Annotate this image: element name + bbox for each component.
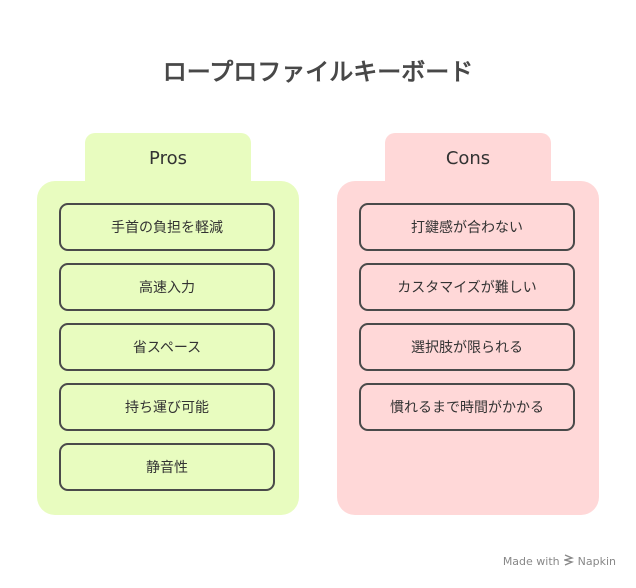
cons-label: Cons	[445, 147, 491, 169]
watermark-brand: Napkin	[577, 555, 616, 568]
cons-item: 選択肢が限られる	[359, 323, 575, 371]
cons-item: 慣れるまで時間がかかる	[359, 383, 575, 431]
pros-item: 持ち運び可能	[59, 383, 275, 431]
watermark-prefix: Made with	[502, 555, 560, 568]
watermark[interactable]: Made with Napkin	[503, 554, 616, 569]
pros-item: 静音性	[59, 443, 275, 491]
napkin-logo-icon	[562, 554, 574, 569]
pros-item: 高速入力	[59, 263, 275, 311]
pros-panel: 手首の負担を軽減 高速入力 省スペース 持ち運び可能 静音性	[37, 181, 299, 515]
pros-item: 手首の負担を軽減	[59, 203, 275, 251]
pros-label: Pros	[149, 147, 187, 169]
pros-tab: Pros	[85, 133, 251, 183]
cons-tab: Cons	[385, 133, 551, 183]
page-title: ロープロファイルキーボード	[162, 58, 474, 86]
cons-panel: 打鍵感が合わない カスタマイズが難しい 選択肢が限られる 慣れるまで時間がかかる	[337, 181, 599, 515]
pros-item: 省スペース	[59, 323, 275, 371]
cons-item: 打鍵感が合わない	[359, 203, 575, 251]
cons-item: カスタマイズが難しい	[359, 263, 575, 311]
